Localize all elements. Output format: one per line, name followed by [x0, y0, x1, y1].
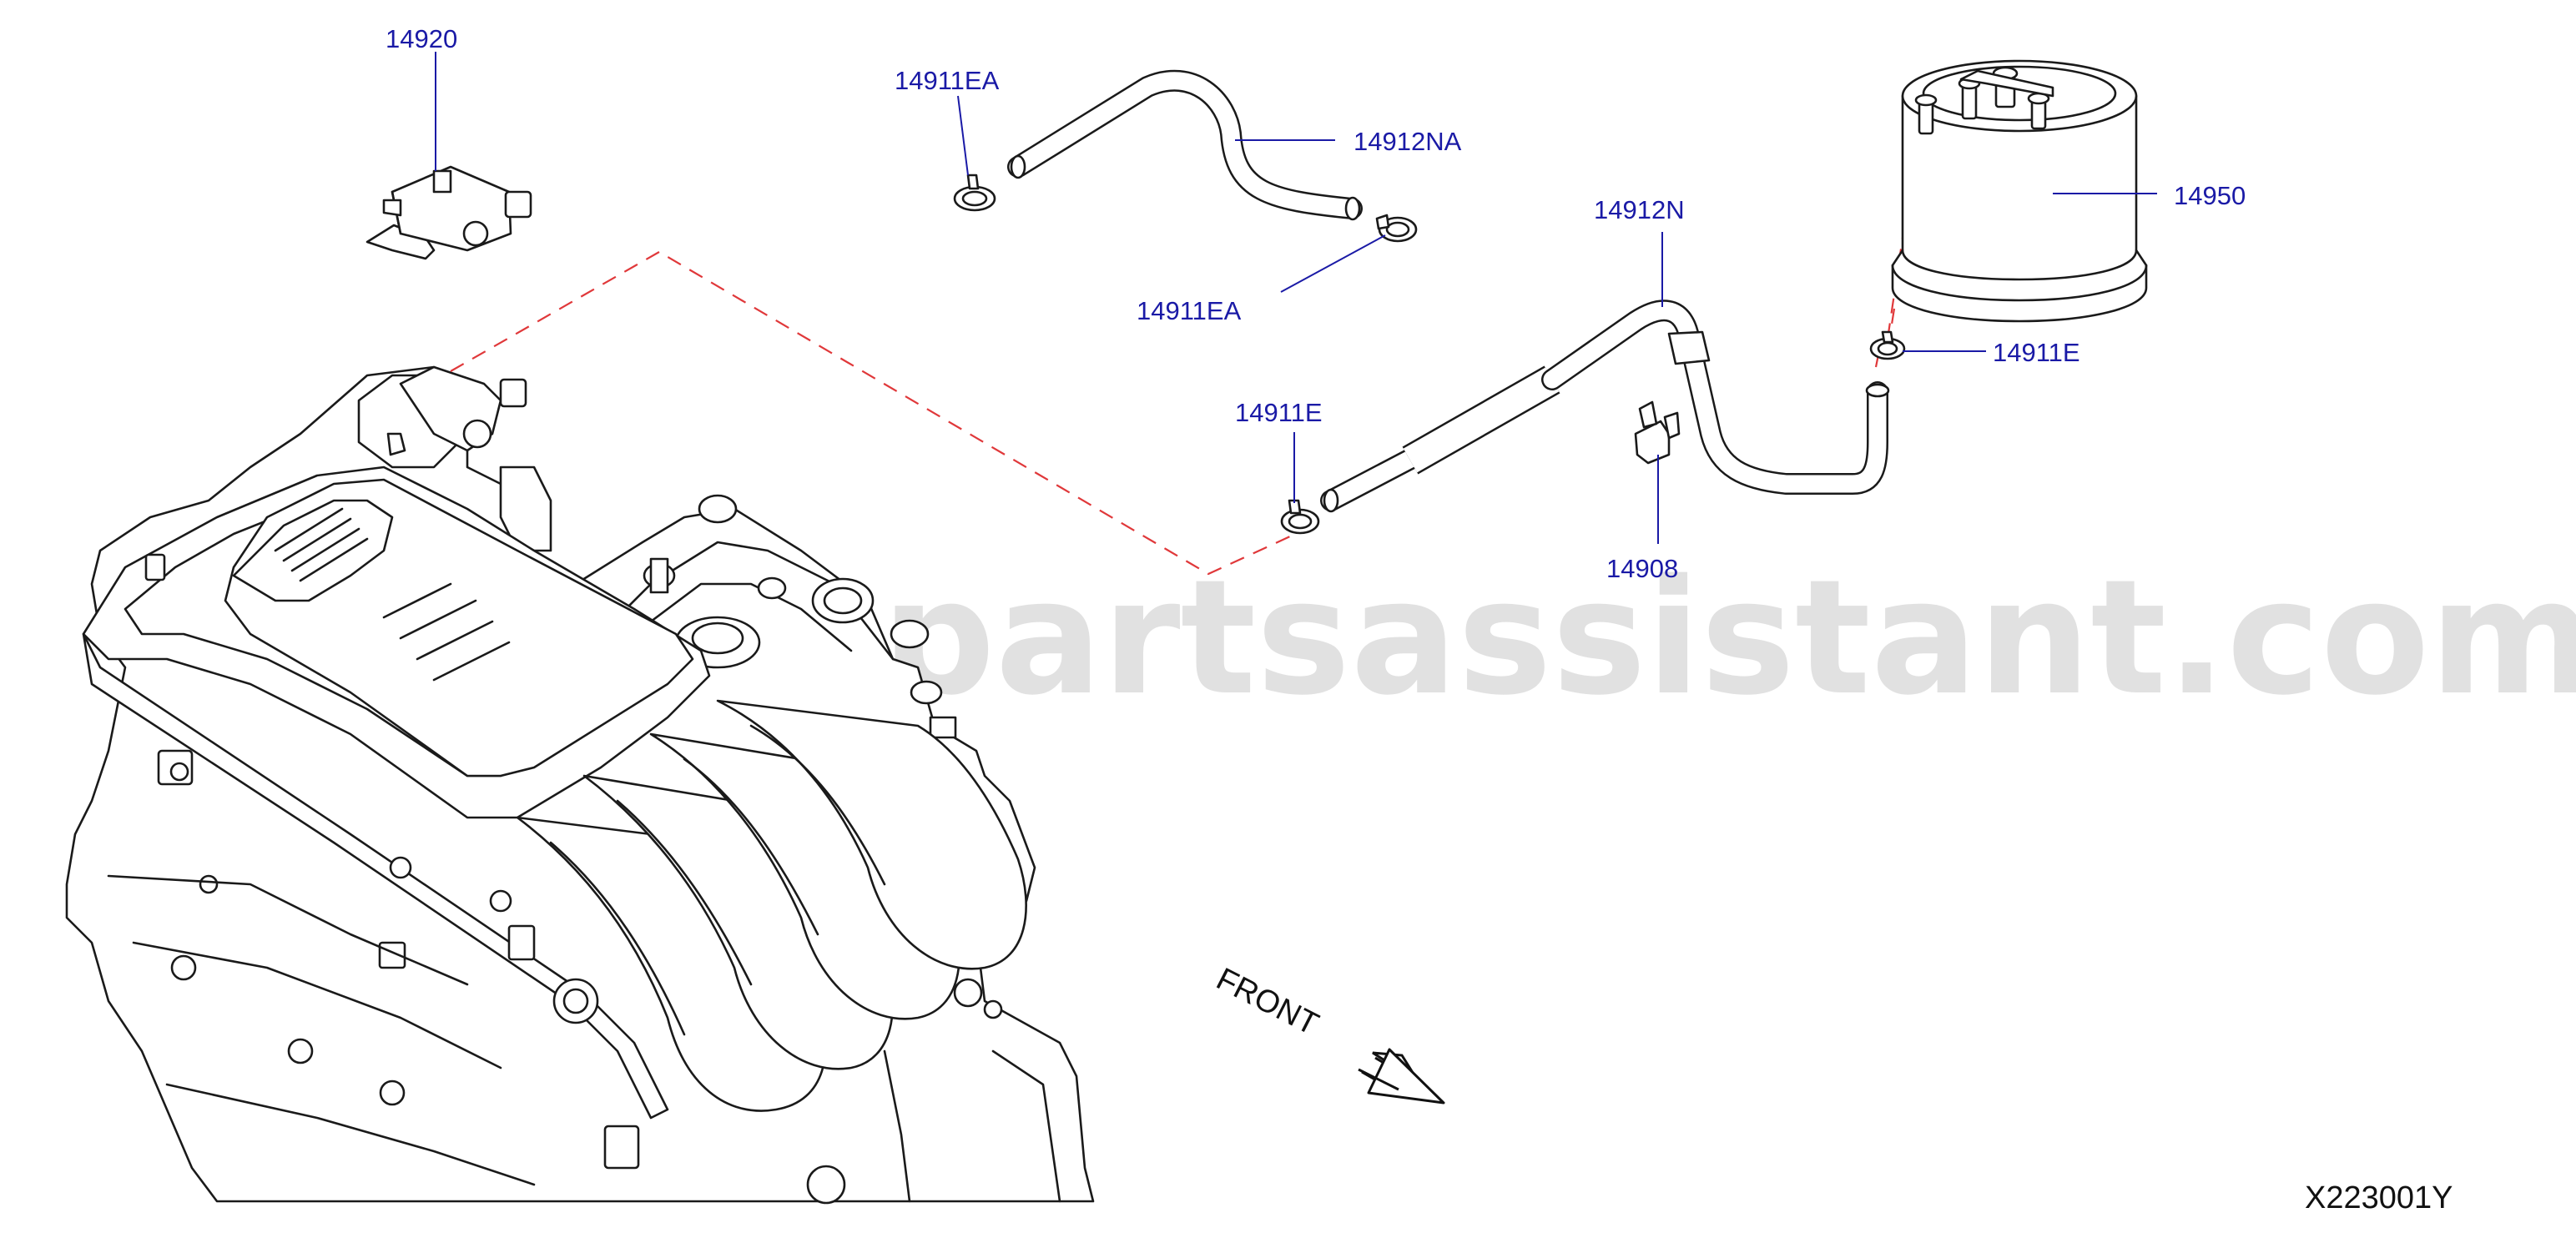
canister-14950-icon — [1891, 59, 2148, 323]
hose-14912na-icon — [1007, 69, 1363, 221]
clamp-14911ea-bottom-icon — [1375, 214, 1418, 243]
hose-14912n-icon — [1320, 299, 1890, 513]
diagram-code: X223001Y — [2305, 1180, 2453, 1215]
leader-14911ea-bottom — [1280, 234, 1386, 293]
guide-line-sensor — [450, 250, 1311, 576]
clamp-14911e-left-icon — [1280, 499, 1320, 535]
clamp-14911e-right-icon — [1869, 330, 1906, 360]
clip-14908-icon — [1634, 400, 1681, 465]
callout-14920: 14920 — [386, 24, 457, 53]
callout-14912na: 14912NA — [1354, 127, 1462, 156]
front-arrow-icon — [1358, 1048, 1445, 1105]
callout-14911ea-top: 14911EA — [895, 66, 1000, 95]
callout-14950: 14950 — [2174, 181, 2246, 210]
callout-14911e-right: 14911E — [1993, 338, 2080, 367]
front-label: FRONT — [1211, 962, 1324, 1043]
sensor-14920-icon — [365, 165, 532, 260]
callout-14911e-left: 14911E — [1235, 398, 1323, 427]
callout-14912n: 14912N — [1594, 195, 1685, 224]
callout-14911ea-bottom: 14911EA — [1137, 296, 1242, 325]
engine-assembly — [65, 365, 1095, 1205]
leader-14911ea-top — [957, 95, 969, 176]
callout-14908: 14908 — [1606, 554, 1678, 583]
clamp-14911ea-top-icon — [953, 174, 996, 212]
